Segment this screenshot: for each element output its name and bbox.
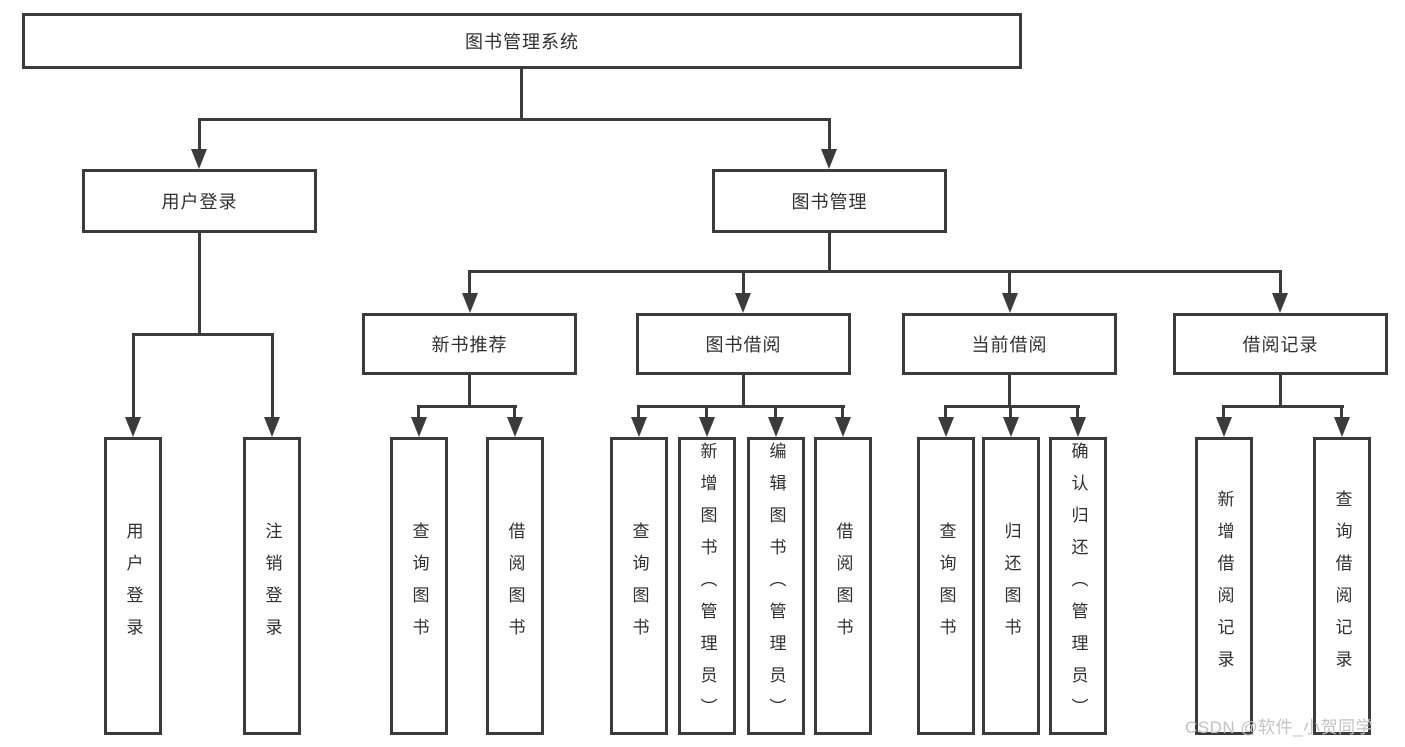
connector-line	[1008, 374, 1011, 408]
connector-line	[468, 270, 1281, 273]
leaf-label: 确认归还（管理员）	[1068, 442, 1088, 730]
leaf-label: 查询图书	[629, 522, 649, 650]
connector-line	[198, 118, 831, 121]
connector-line	[742, 374, 745, 408]
connector-line	[637, 405, 640, 419]
arrow-down-icon	[835, 417, 851, 437]
connector-line	[637, 405, 845, 408]
connector-line	[841, 405, 844, 419]
leaf-label: 注销登录	[262, 522, 282, 650]
connector-line	[417, 405, 517, 408]
arrow-down-icon	[1070, 417, 1086, 437]
connector-line	[828, 118, 831, 152]
connector-line	[1076, 405, 1079, 419]
leaf-label: 查询图书	[936, 522, 956, 650]
connector-line	[198, 233, 201, 336]
connector-line	[417, 405, 420, 419]
node-new-book-recommend: 新书推荐	[362, 313, 577, 375]
connector-line	[271, 333, 274, 419]
arrow-down-icon	[821, 149, 837, 169]
connector-line	[828, 233, 831, 273]
connector-line	[944, 405, 1080, 408]
arrow-down-icon	[507, 417, 523, 437]
arrow-down-icon	[191, 149, 207, 169]
leaf-label: 新增图书（管理员）	[697, 442, 717, 730]
node-current-borrow: 当前借阅	[902, 313, 1117, 375]
connector-line	[705, 405, 708, 419]
leaf-query-books: 查询图书	[917, 437, 975, 735]
arrow-down-icon	[264, 417, 280, 437]
leaf-label: 查询图书	[409, 522, 429, 650]
arrow-down-icon	[1216, 417, 1232, 437]
connector-line	[468, 270, 471, 294]
node-book-management: 图书管理	[712, 169, 947, 233]
connector-line	[1279, 270, 1282, 294]
leaf-query-books: 查询图书	[390, 437, 448, 735]
connector-line	[1222, 405, 1225, 419]
connector-line	[1279, 374, 1282, 408]
leaf-add-books-admin: 新增图书（管理员）	[678, 437, 736, 735]
connector-line	[198, 118, 201, 152]
connector-line	[468, 374, 471, 408]
arrow-down-icon	[1003, 417, 1019, 437]
arrow-down-icon	[125, 417, 141, 437]
leaf-label: 新增借阅记录	[1214, 490, 1234, 682]
leaf-user-login: 用户登录	[104, 437, 162, 735]
node-user-login: 用户登录	[82, 169, 317, 233]
leaf-query-books: 查询图书	[610, 437, 668, 735]
csdn-watermark: CSDN @软件_小贺同学	[1185, 718, 1374, 737]
leaf-edit-books-admin: 编辑图书（管理员）	[747, 437, 805, 735]
arrow-down-icon	[1002, 293, 1018, 313]
leaf-query-borrow-record: 查询借阅记录	[1313, 437, 1371, 735]
leaf-logout: 注销登录	[243, 437, 301, 735]
leaf-add-borrow-record: 新增借阅记录	[1195, 437, 1253, 735]
connector-line	[944, 405, 947, 419]
node-book-borrow: 图书借阅	[636, 313, 851, 375]
arrow-down-icon	[938, 417, 954, 437]
connector-line	[774, 405, 777, 419]
connector-line	[742, 270, 745, 294]
connector-line	[132, 333, 274, 336]
arrow-down-icon	[735, 293, 751, 313]
leaf-confirm-return-admin: 确认归还（管理员）	[1049, 437, 1107, 735]
leaf-label: 查询借阅记录	[1332, 490, 1352, 682]
leaf-label: 借阅图书	[833, 522, 853, 650]
connector-line	[1009, 405, 1012, 419]
leaf-return-books: 归还图书	[982, 437, 1040, 735]
leaf-label: 编辑图书（管理员）	[766, 442, 786, 730]
arrow-down-icon	[1272, 293, 1288, 313]
leaf-label: 用户登录	[123, 522, 143, 650]
node-borrow-records: 借阅记录	[1173, 313, 1388, 375]
arrow-down-icon	[411, 417, 427, 437]
arrow-down-icon	[462, 293, 478, 313]
connector-line	[1222, 405, 1344, 408]
connector-line	[1340, 405, 1343, 419]
leaf-borrow-books: 借阅图书	[814, 437, 872, 735]
node-library-management-system: 图书管理系统	[22, 13, 1022, 69]
connector-line	[513, 405, 516, 419]
leaf-label: 借阅图书	[505, 522, 525, 650]
arrow-down-icon	[768, 417, 784, 437]
connector-line	[1008, 270, 1011, 294]
connector-line	[132, 333, 135, 419]
leaf-label: 归还图书	[1001, 522, 1021, 650]
arrow-down-icon	[1334, 417, 1350, 437]
leaf-borrow-books: 借阅图书	[486, 437, 544, 735]
arrow-down-icon	[631, 417, 647, 437]
arrow-down-icon	[699, 417, 715, 437]
connector-line	[520, 69, 523, 120]
